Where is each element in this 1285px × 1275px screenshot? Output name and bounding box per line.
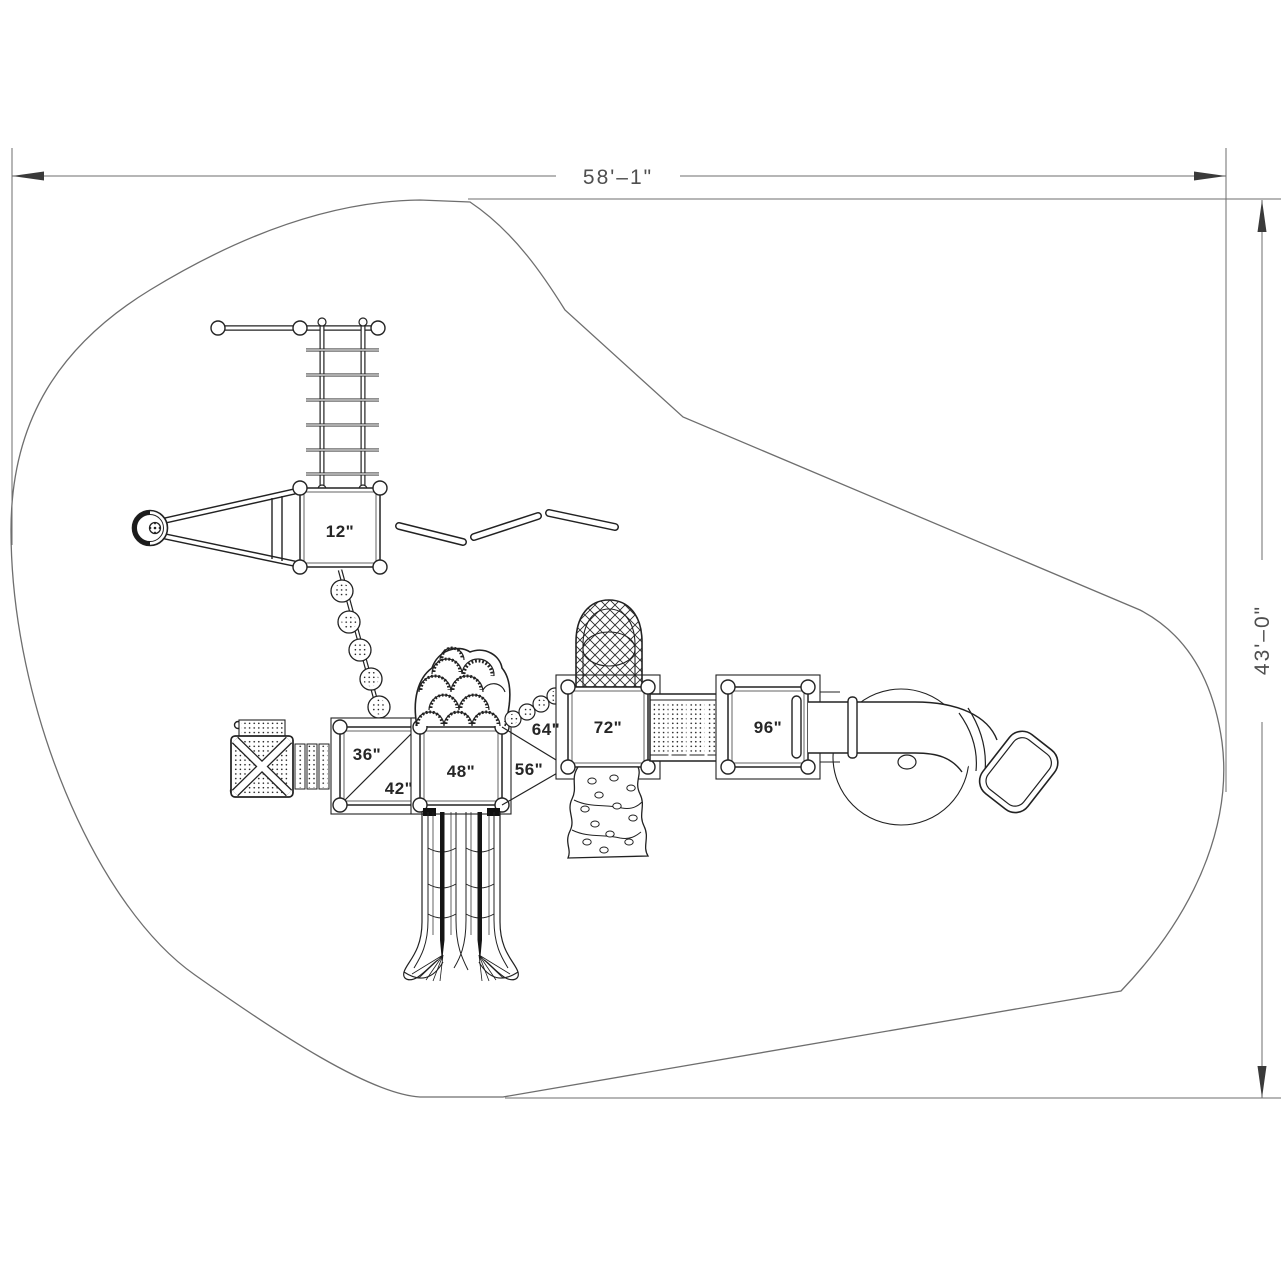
arch-climber bbox=[575, 599, 643, 688]
deck-48 bbox=[410, 717, 512, 815]
arrow-up-icon bbox=[1257, 200, 1267, 232]
vertical-ladder bbox=[306, 317, 379, 494]
platform-label-42: 42" bbox=[385, 779, 413, 798]
bridge bbox=[649, 693, 729, 762]
platform-label-36: 36" bbox=[353, 745, 381, 764]
steps bbox=[294, 743, 330, 790]
deck-96 bbox=[715, 674, 821, 780]
platform-label-72: 72" bbox=[594, 718, 622, 737]
leaf-climber bbox=[414, 646, 511, 727]
deck-12 bbox=[292, 480, 388, 575]
rock-climbing-wall bbox=[566, 766, 650, 859]
height-dimension-label: 43'–0" bbox=[1251, 605, 1274, 675]
arrow-left-icon bbox=[12, 171, 44, 181]
platform-label-12: 12" bbox=[326, 522, 354, 541]
slide-entry-bar bbox=[791, 695, 802, 759]
arrow-right-icon bbox=[1194, 171, 1226, 181]
height-dimension: 43'–0" bbox=[468, 198, 1281, 1099]
arrow-down-icon bbox=[1257, 1066, 1267, 1098]
width-dimension: 58'–1" bbox=[11, 148, 1227, 792]
overhead-ladder bbox=[210, 317, 386, 494]
steering-wheel-element bbox=[131, 483, 303, 573]
tube-slide-exit bbox=[978, 730, 1059, 814]
rock-holds bbox=[580, 774, 638, 854]
use-zone-boundary bbox=[10, 199, 1225, 1098]
balance-beams bbox=[395, 509, 619, 546]
platform-label-96: 96" bbox=[754, 718, 782, 737]
double-slide bbox=[403, 808, 519, 982]
deck-72 bbox=[555, 599, 661, 780]
width-dimension-label: 58'–1" bbox=[583, 166, 653, 189]
wedge-56 bbox=[501, 726, 567, 806]
transfer-station bbox=[229, 719, 330, 798]
pod-stepper-b bbox=[504, 687, 566, 728]
platform-labels: 12" 36" 42" 48" 56" 64" 72" 96" bbox=[326, 522, 782, 798]
tube-slide bbox=[808, 688, 1059, 826]
platform-label-56: 56" bbox=[515, 760, 543, 779]
pod-stepper-a bbox=[330, 569, 391, 719]
platform-label-48: 48" bbox=[447, 762, 475, 781]
platform-label-64: 64" bbox=[532, 720, 560, 739]
